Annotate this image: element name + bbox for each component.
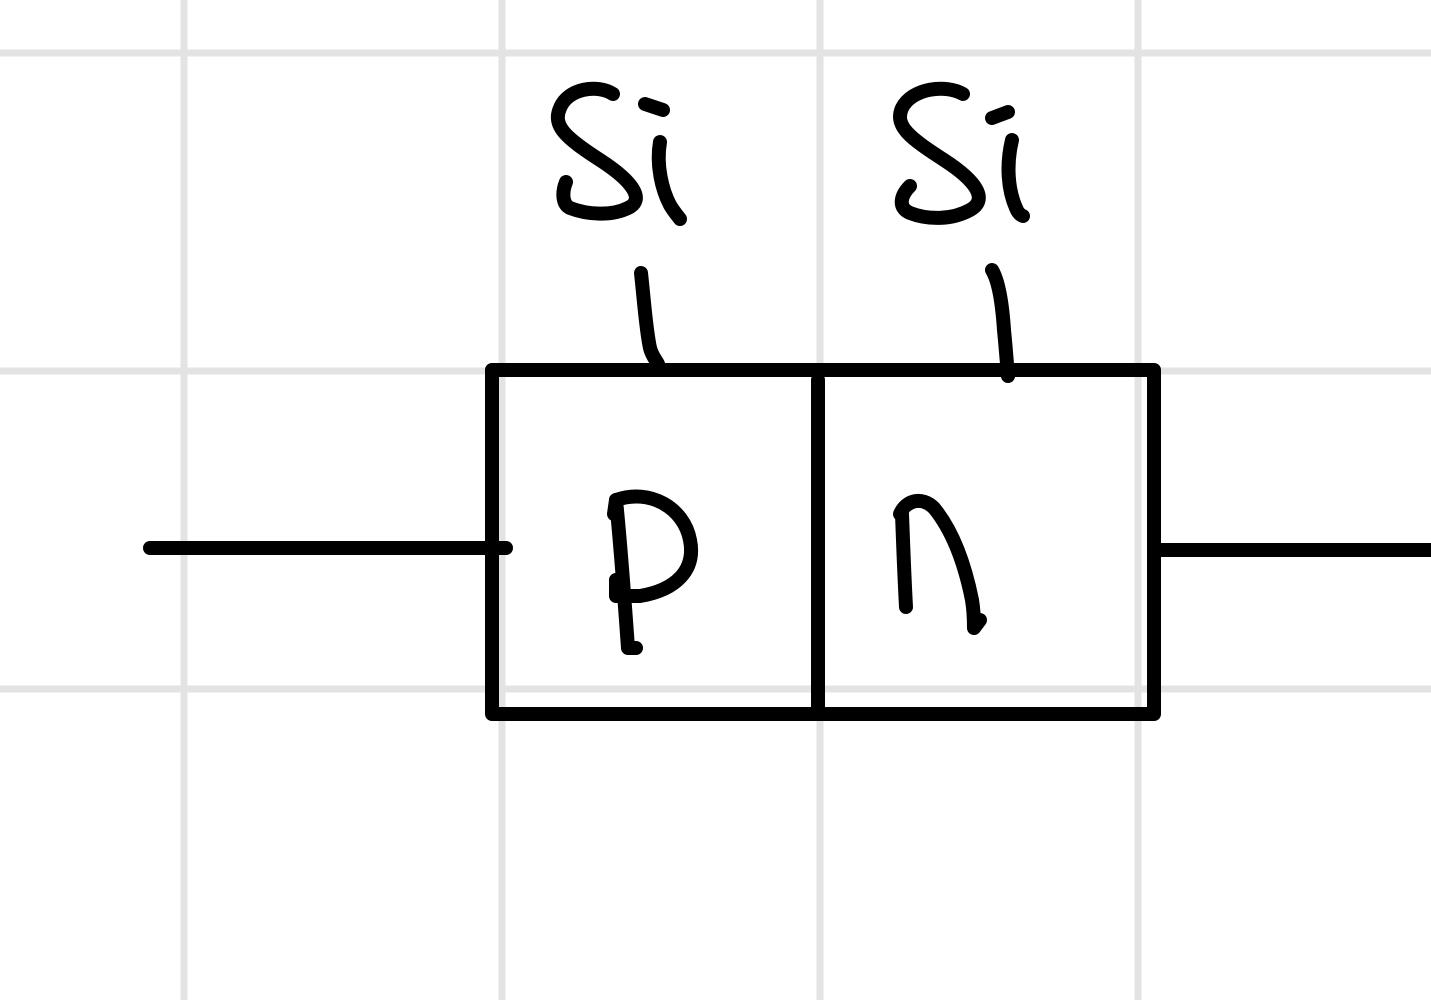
letter-s-stroke: [550, 81, 643, 221]
p-region-leader-line: [634, 266, 665, 371]
letter-s-stroke: [893, 81, 986, 225]
letter-i-stem-stroke: [651, 135, 687, 226]
n-region-material-label: [893, 81, 1030, 225]
letter-i-dot-stroke: [638, 97, 670, 117]
letter-p-bowl-stroke: [609, 489, 699, 603]
n-region-label: [893, 493, 987, 635]
p-region-material-label: [550, 81, 687, 226]
n-region-leader-line: [985, 263, 1015, 383]
letter-i-dot-stroke: [985, 105, 1015, 125]
letter-i-stem-stroke: [1001, 133, 1030, 223]
p-region-label: [607, 489, 699, 655]
letter-n-stroke: [893, 493, 987, 635]
junction-box-outline: [485, 363, 1161, 721]
